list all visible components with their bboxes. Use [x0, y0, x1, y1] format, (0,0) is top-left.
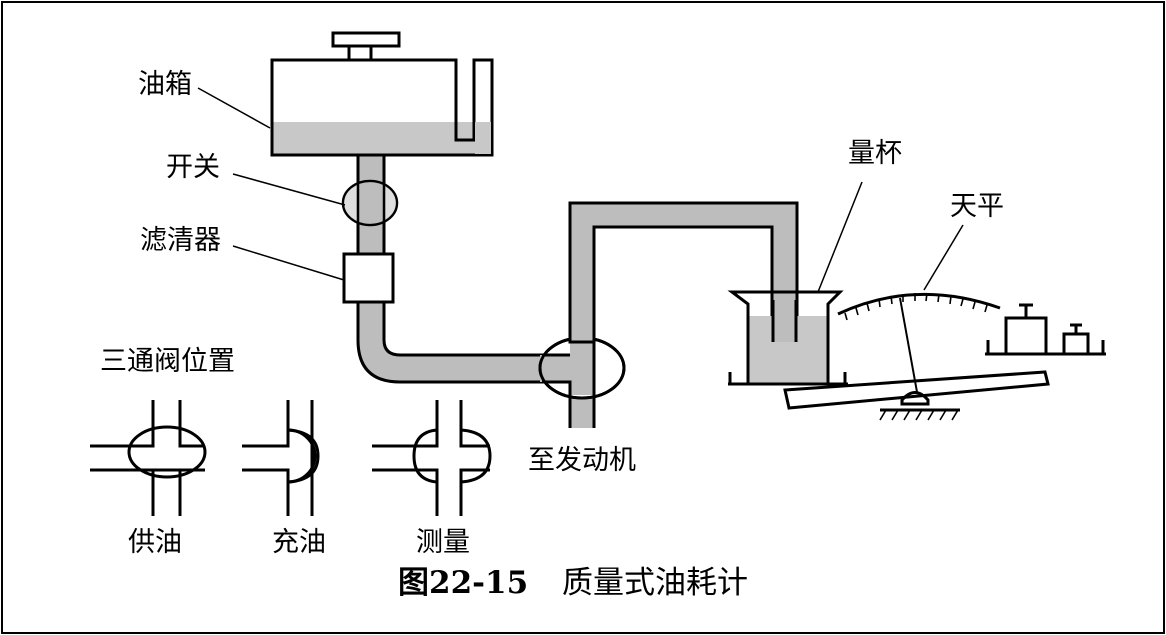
- measuring-cup: [727, 290, 848, 386]
- label-measure: 测量: [416, 527, 470, 558]
- oil-tank: [270, 31, 494, 157]
- switch-valve: [341, 179, 399, 227]
- valve-symbol-measure: [372, 400, 492, 516]
- valve-symbol-fill: [242, 400, 320, 516]
- label-fill: 充油: [272, 527, 326, 558]
- filter-block: [342, 252, 395, 304]
- small-weight: [1062, 332, 1090, 356]
- label-measuring-cup: 量杯: [848, 138, 902, 169]
- large-weight: [1004, 316, 1048, 356]
- label-supply: 供油: [128, 527, 182, 558]
- three-way-valve-main: [538, 330, 626, 428]
- label-switch: 开关: [166, 152, 220, 183]
- label-oil-tank: 油箱: [138, 69, 192, 100]
- label-valve-positions: 三通阀位置: [100, 346, 235, 377]
- leader-lines: [197, 87, 964, 293]
- balance: [783, 292, 1106, 421]
- label-to-engine: 至发动机: [528, 445, 636, 476]
- label-balance: 天平: [950, 191, 1004, 222]
- valve-symbol-supply: [90, 400, 207, 516]
- figure-title: 质量式油耗计: [562, 565, 748, 601]
- label-filter: 滤清器: [140, 225, 221, 256]
- figure-number: 图22-15: [398, 565, 528, 601]
